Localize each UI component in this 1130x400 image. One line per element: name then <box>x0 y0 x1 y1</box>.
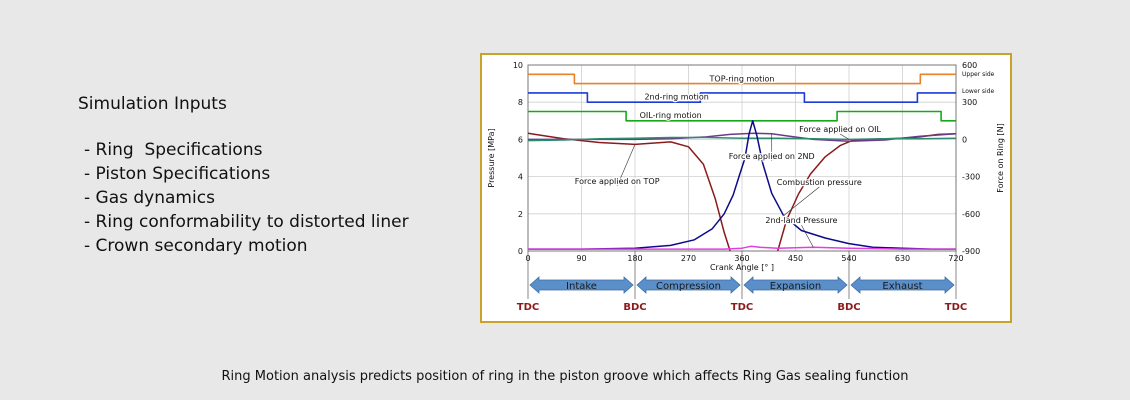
input-item: - Ring Specifications <box>84 140 263 160</box>
y-right-tick-label: -900 <box>962 247 980 256</box>
input-item: - Ring conformability to distorted liner <box>84 212 409 232</box>
phase-arrow <box>850 276 955 294</box>
annotation-leader <box>839 133 850 140</box>
phase-label: Expansion <box>770 281 822 292</box>
right-axis-note: Lower side <box>962 88 994 95</box>
y-left-tick-label: 10 <box>513 61 523 70</box>
y-left-axis-label: Pressure [MPa] <box>487 128 496 187</box>
phase-label: Compression <box>656 281 721 292</box>
series-force-applied-on-oil <box>527 136 957 142</box>
figure-caption: Ring Motion analysis predicts position o… <box>221 369 909 384</box>
phase-arrow <box>743 276 848 294</box>
series-2nd-land-pressure <box>528 245 956 250</box>
y-left-tick-label: 0 <box>518 247 523 256</box>
dead-center-label: TDC <box>731 302 753 313</box>
series-top-ring-motion <box>528 73 956 85</box>
y-right-tick-label: -300 <box>962 173 980 182</box>
y-right-tick-label: 600 <box>962 61 977 70</box>
x-tick-label: 90 <box>576 254 586 263</box>
annotation-label: TOP-ring motion <box>709 75 775 84</box>
y-right-tick-label: 300 <box>962 98 977 107</box>
annotation-leader <box>783 186 820 216</box>
annotation-leader <box>616 144 636 187</box>
annotation-label: 2nd-ring motion <box>644 92 708 101</box>
x-tick-label: 270 <box>681 254 696 263</box>
x-tick-label: 630 <box>895 254 910 263</box>
input-item: - Piston Specifications <box>84 164 271 184</box>
y-right-tick-label: -600 <box>962 210 980 219</box>
y-left-tick-label: 6 <box>518 135 523 144</box>
phase-arrow <box>529 276 634 294</box>
input-item: - Gas dynamics <box>84 188 215 208</box>
input-item: - Crown secondary motion <box>84 236 308 256</box>
dead-center-label: TDC <box>517 302 539 313</box>
inputs-title: Simulation Inputs <box>78 94 227 114</box>
ring-motion-chart: 0901802703604505406307200246810-900-600-… <box>487 61 1005 313</box>
annotation-label: OIL-ring motion <box>640 111 702 120</box>
phase-arrow <box>636 276 741 294</box>
phase-label: Exhaust <box>882 281 922 292</box>
annotation-label: Force applied on TOP <box>575 177 660 186</box>
annotation-label: Force applied on OIL <box>799 125 881 134</box>
y-right-tick-label: 0 <box>962 135 967 144</box>
annotation-leader <box>801 224 814 248</box>
dead-center-label: BDC <box>837 302 860 313</box>
x-tick-label: 450 <box>788 254 803 263</box>
series-force-applied-on-2nd <box>528 132 957 143</box>
dead-center-label: TDC <box>945 302 967 313</box>
series-force-applied-on-top <box>527 132 731 252</box>
series-oil-ring-motion <box>528 110 956 122</box>
annotation-label: 2nd-land Pressure <box>765 216 837 225</box>
y-left-tick-label: 2 <box>518 210 523 219</box>
right-axis-note: Upper side <box>962 71 995 78</box>
y-left-tick-label: 8 <box>518 98 523 107</box>
y-right-axis-label: Force on Ring [N] <box>996 123 1005 192</box>
ring-motion-chart-frame: 0901802703604505406307200246810-900-600-… <box>480 53 1012 323</box>
annotation-label: Combustion pressure <box>777 178 862 187</box>
series-combustion-pressure <box>528 120 956 250</box>
phase-label: Intake <box>566 281 597 292</box>
simulation-inputs: Simulation Inputs - Ring Specifications … <box>78 92 409 258</box>
series-2nd-ring-motion <box>528 92 956 104</box>
y-left-tick-label: 4 <box>518 173 523 182</box>
dead-center-label: BDC <box>623 302 646 313</box>
annotation-label: Force applied on 2ND <box>729 152 815 161</box>
inputs-list: - Ring Specifications - Piston Specifica… <box>78 138 409 258</box>
